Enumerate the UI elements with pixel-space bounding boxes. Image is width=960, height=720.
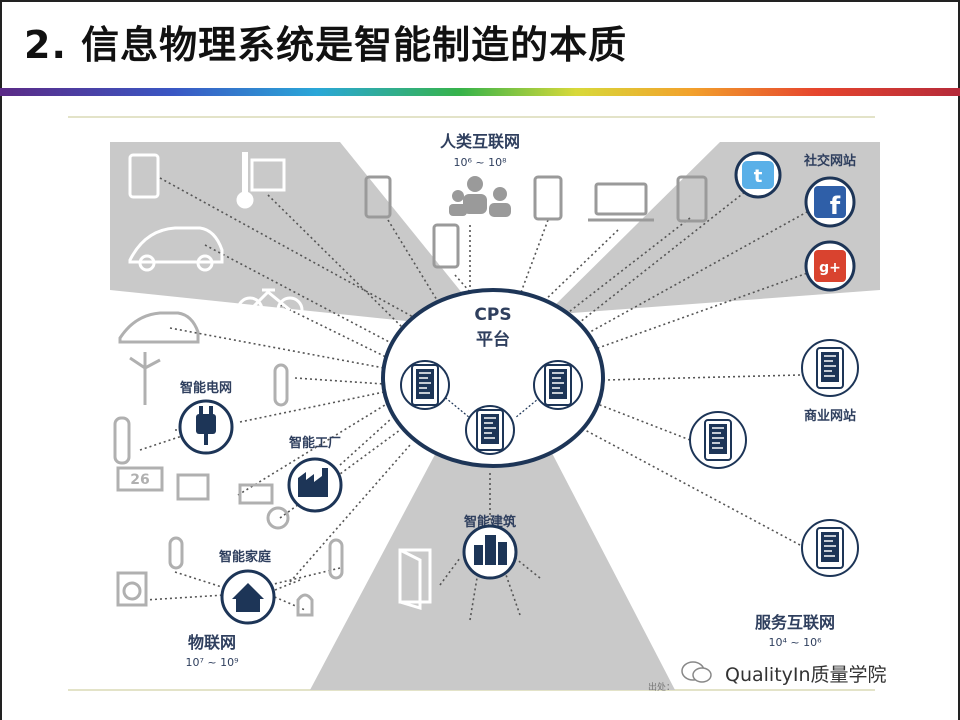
- svg-text:f: f: [830, 192, 841, 220]
- cps-subtitle: 平台: [476, 329, 510, 350]
- battery-icon: [240, 485, 272, 503]
- twitter-icon: t: [736, 153, 780, 197]
- factory-icon: [289, 459, 341, 511]
- facebook-icon: f: [806, 178, 854, 226]
- label-business-sites: 商业网站: [804, 408, 856, 424]
- people-icon: [449, 176, 511, 217]
- plug-icon: [180, 401, 232, 453]
- server-icon: [401, 361, 449, 409]
- rainbow-divider: [0, 88, 960, 96]
- label-iot-range: 10⁷ ~ 10⁹: [185, 656, 238, 669]
- charging-station-icon: [115, 418, 129, 463]
- google-plus-icon: g+: [806, 242, 854, 290]
- watermark-text: QualityIn质量学院: [725, 660, 887, 687]
- building-icon: [464, 526, 516, 578]
- source-credit: 出处：: [648, 680, 675, 693]
- meter-reading: 26: [130, 472, 149, 488]
- server-icon: [466, 406, 514, 454]
- light-bulb-icon: [170, 538, 182, 568]
- label-human-internet-range: 10⁶ ~ 10⁸: [453, 156, 507, 169]
- label-smart-factory: 智能工厂: [289, 435, 341, 451]
- server-icon: [690, 412, 746, 468]
- cps-title: CPS: [474, 305, 511, 325]
- laptop-icon: [596, 184, 646, 214]
- label-human-internet: 人类互联网: [440, 132, 520, 151]
- label-service-internet-range: 10⁴ ~ 10⁶: [768, 636, 822, 649]
- wechat-icon: [680, 660, 714, 684]
- label-social-sites: 社交网站: [803, 153, 856, 169]
- alarm-icon: [298, 595, 312, 615]
- phone-icon: [535, 177, 561, 219]
- electric-car-icon: [120, 313, 198, 342]
- label-iot: 物联网: [188, 633, 236, 652]
- svg-text:g+: g+: [819, 260, 841, 276]
- solar-panel-icon: [178, 475, 208, 499]
- label-smart-grid: 智能电网: [180, 380, 232, 396]
- tools-icon: [268, 508, 288, 528]
- house-icon: [222, 571, 274, 623]
- title-top-border: [0, 0, 960, 2]
- server-icon: [534, 361, 582, 409]
- phone-icon: [434, 225, 458, 267]
- charging-station-icon: [330, 540, 342, 578]
- label-smart-home: 智能家庭: [219, 549, 272, 565]
- server-icon: [802, 520, 858, 576]
- label-service-internet: 服务互联网: [755, 613, 835, 632]
- charging-station-icon: [275, 365, 287, 405]
- server-icon: [802, 340, 858, 396]
- svg-text:t: t: [754, 166, 763, 187]
- cps-diagram: CPS 平台 人类互联网 10⁶ ~ 10⁸ 社交网站 t f g+: [0, 100, 960, 720]
- slide-title: 2. 信息物理系统是智能制造的本质: [24, 14, 627, 69]
